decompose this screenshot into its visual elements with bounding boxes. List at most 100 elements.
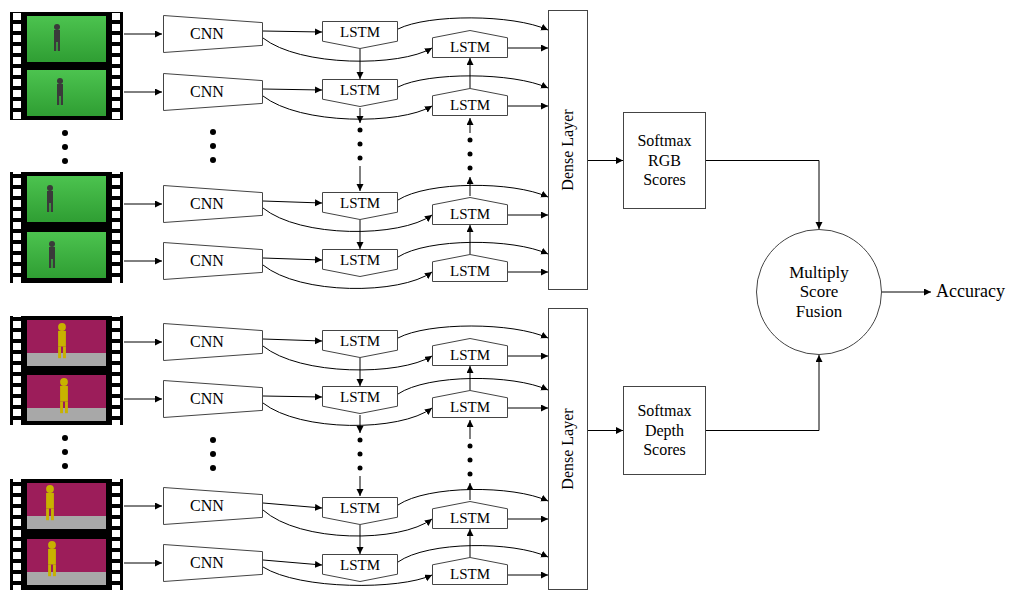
- node-outline-shape: [164, 16, 263, 53]
- node-text: Softmax RGB Scores: [629, 131, 701, 190]
- connector: [706, 161, 819, 230]
- node-text: LSTM: [450, 504, 490, 527]
- connector: [398, 18, 548, 30]
- node-outline-shape: [323, 22, 398, 49]
- connector: [263, 339, 322, 341]
- lstm-cell: LSTM: [322, 192, 398, 220]
- node-outline-shape: [757, 230, 882, 355]
- node-text: LSTM: [450, 91, 490, 114]
- connector: [263, 560, 322, 565]
- connector: [470, 225, 471, 254]
- connector: [398, 76, 548, 88]
- node-outline-shape: [433, 89, 508, 116]
- node-outline-shape: [433, 339, 508, 366]
- node-text: LSTM: [450, 200, 490, 223]
- lstm-cell: LSTM: [432, 390, 508, 418]
- lstm-cell: LSTM: [322, 497, 398, 525]
- connector: [263, 396, 322, 397]
- node-outline-shape: [323, 555, 398, 582]
- node-outline-shape: [164, 545, 263, 582]
- connector: [263, 31, 322, 32]
- node-text: CNN: [190, 554, 236, 572]
- softmax-box: Softmax RGB Scores: [623, 112, 706, 209]
- connector: [360, 220, 361, 249]
- node-outline-shape: [164, 488, 263, 525]
- node-outline-shape: [164, 74, 263, 111]
- fusion-circle: Multiply Score Fusion: [756, 229, 882, 355]
- connector: [588, 160, 623, 161]
- node-text: Dense Layer: [559, 109, 577, 190]
- film-strip: [10, 316, 123, 425]
- node-text: LSTM: [450, 341, 490, 364]
- node-text: LSTM: [450, 560, 490, 583]
- node-text: LSTM: [450, 257, 490, 280]
- node-text: LSTM: [340, 195, 380, 217]
- node-text: Softmax Depth Scores: [629, 401, 701, 460]
- node-text: LSTM: [340, 389, 380, 411]
- node-text: LSTM: [340, 500, 380, 522]
- node-outline-shape: [323, 331, 398, 358]
- lstm-cell: LSTM: [432, 197, 508, 225]
- dense-layer: Dense Layer: [548, 308, 588, 590]
- node-text: CNN: [190, 497, 236, 515]
- lstm-cell: LSTM: [322, 249, 398, 277]
- connector: [508, 519, 548, 520]
- connector: [588, 430, 623, 431]
- node-text: CNN: [190, 252, 236, 270]
- node-outline-shape: [164, 324, 263, 361]
- lstm-cell: LSTM: [322, 21, 398, 49]
- lstm-cell: LSTM: [432, 88, 508, 116]
- lstm-cell: LSTM: [322, 79, 398, 107]
- node-outline-shape: [164, 243, 263, 280]
- node-text: CNN: [190, 390, 236, 408]
- node-outline-shape: [433, 198, 508, 225]
- lstm-cell: LSTM: [322, 386, 398, 414]
- film-strip: [10, 12, 123, 120]
- connector: [470, 529, 471, 557]
- node-outline-shape: [433, 31, 508, 58]
- node-outline-shape: [433, 255, 508, 282]
- node-outline-shape: [433, 558, 508, 585]
- connector: [508, 408, 548, 409]
- connector: [263, 89, 322, 90]
- cnn-block: CNN: [163, 242, 263, 280]
- ellipsis-stubs: [360, 108, 470, 500]
- frame-arrows: [124, 34, 162, 563]
- node-text: LSTM: [340, 333, 380, 355]
- cnn-block: CNN: [163, 323, 263, 361]
- node-outline-shape: [433, 502, 508, 529]
- cnn-block: CNN: [163, 73, 263, 111]
- softmax-box: Softmax Depth Scores: [623, 386, 706, 475]
- node-outline-shape: [433, 391, 508, 418]
- lstm-cell: LSTM: [432, 254, 508, 282]
- node-text: Multiply Score Fusion: [777, 263, 861, 322]
- cnn-block: CNN: [163, 380, 263, 418]
- connector: [360, 525, 361, 554]
- cnn-block: CNN: [163, 15, 263, 53]
- lstm-cell: LSTM: [432, 338, 508, 366]
- connector: [263, 258, 322, 260]
- connector: [508, 215, 548, 216]
- connector: [508, 575, 548, 576]
- film-strip: [10, 172, 123, 283]
- node-outline-shape: [323, 498, 398, 525]
- node-outline-shape: [323, 250, 398, 277]
- lstm-cell: LSTM: [432, 501, 508, 529]
- node-outline-shape: [164, 381, 263, 418]
- output-arrow: [882, 292, 931, 293]
- connector: [508, 272, 548, 273]
- node-text: CNN: [190, 25, 236, 43]
- dense-layer: Dense Layer: [548, 10, 588, 290]
- node-outline-shape: [164, 186, 263, 223]
- cnn-block: CNN: [163, 487, 263, 525]
- node-outline-shape: [323, 387, 398, 414]
- connector: [263, 503, 322, 508]
- connector: [360, 49, 361, 79]
- node-text: LSTM: [450, 393, 490, 416]
- ellipsis-dots: [62, 128, 473, 477]
- connector: [398, 326, 548, 338]
- lstm-cell: LSTM: [432, 557, 508, 585]
- cnn-block: CNN: [163, 185, 263, 223]
- film-strip: [10, 479, 123, 590]
